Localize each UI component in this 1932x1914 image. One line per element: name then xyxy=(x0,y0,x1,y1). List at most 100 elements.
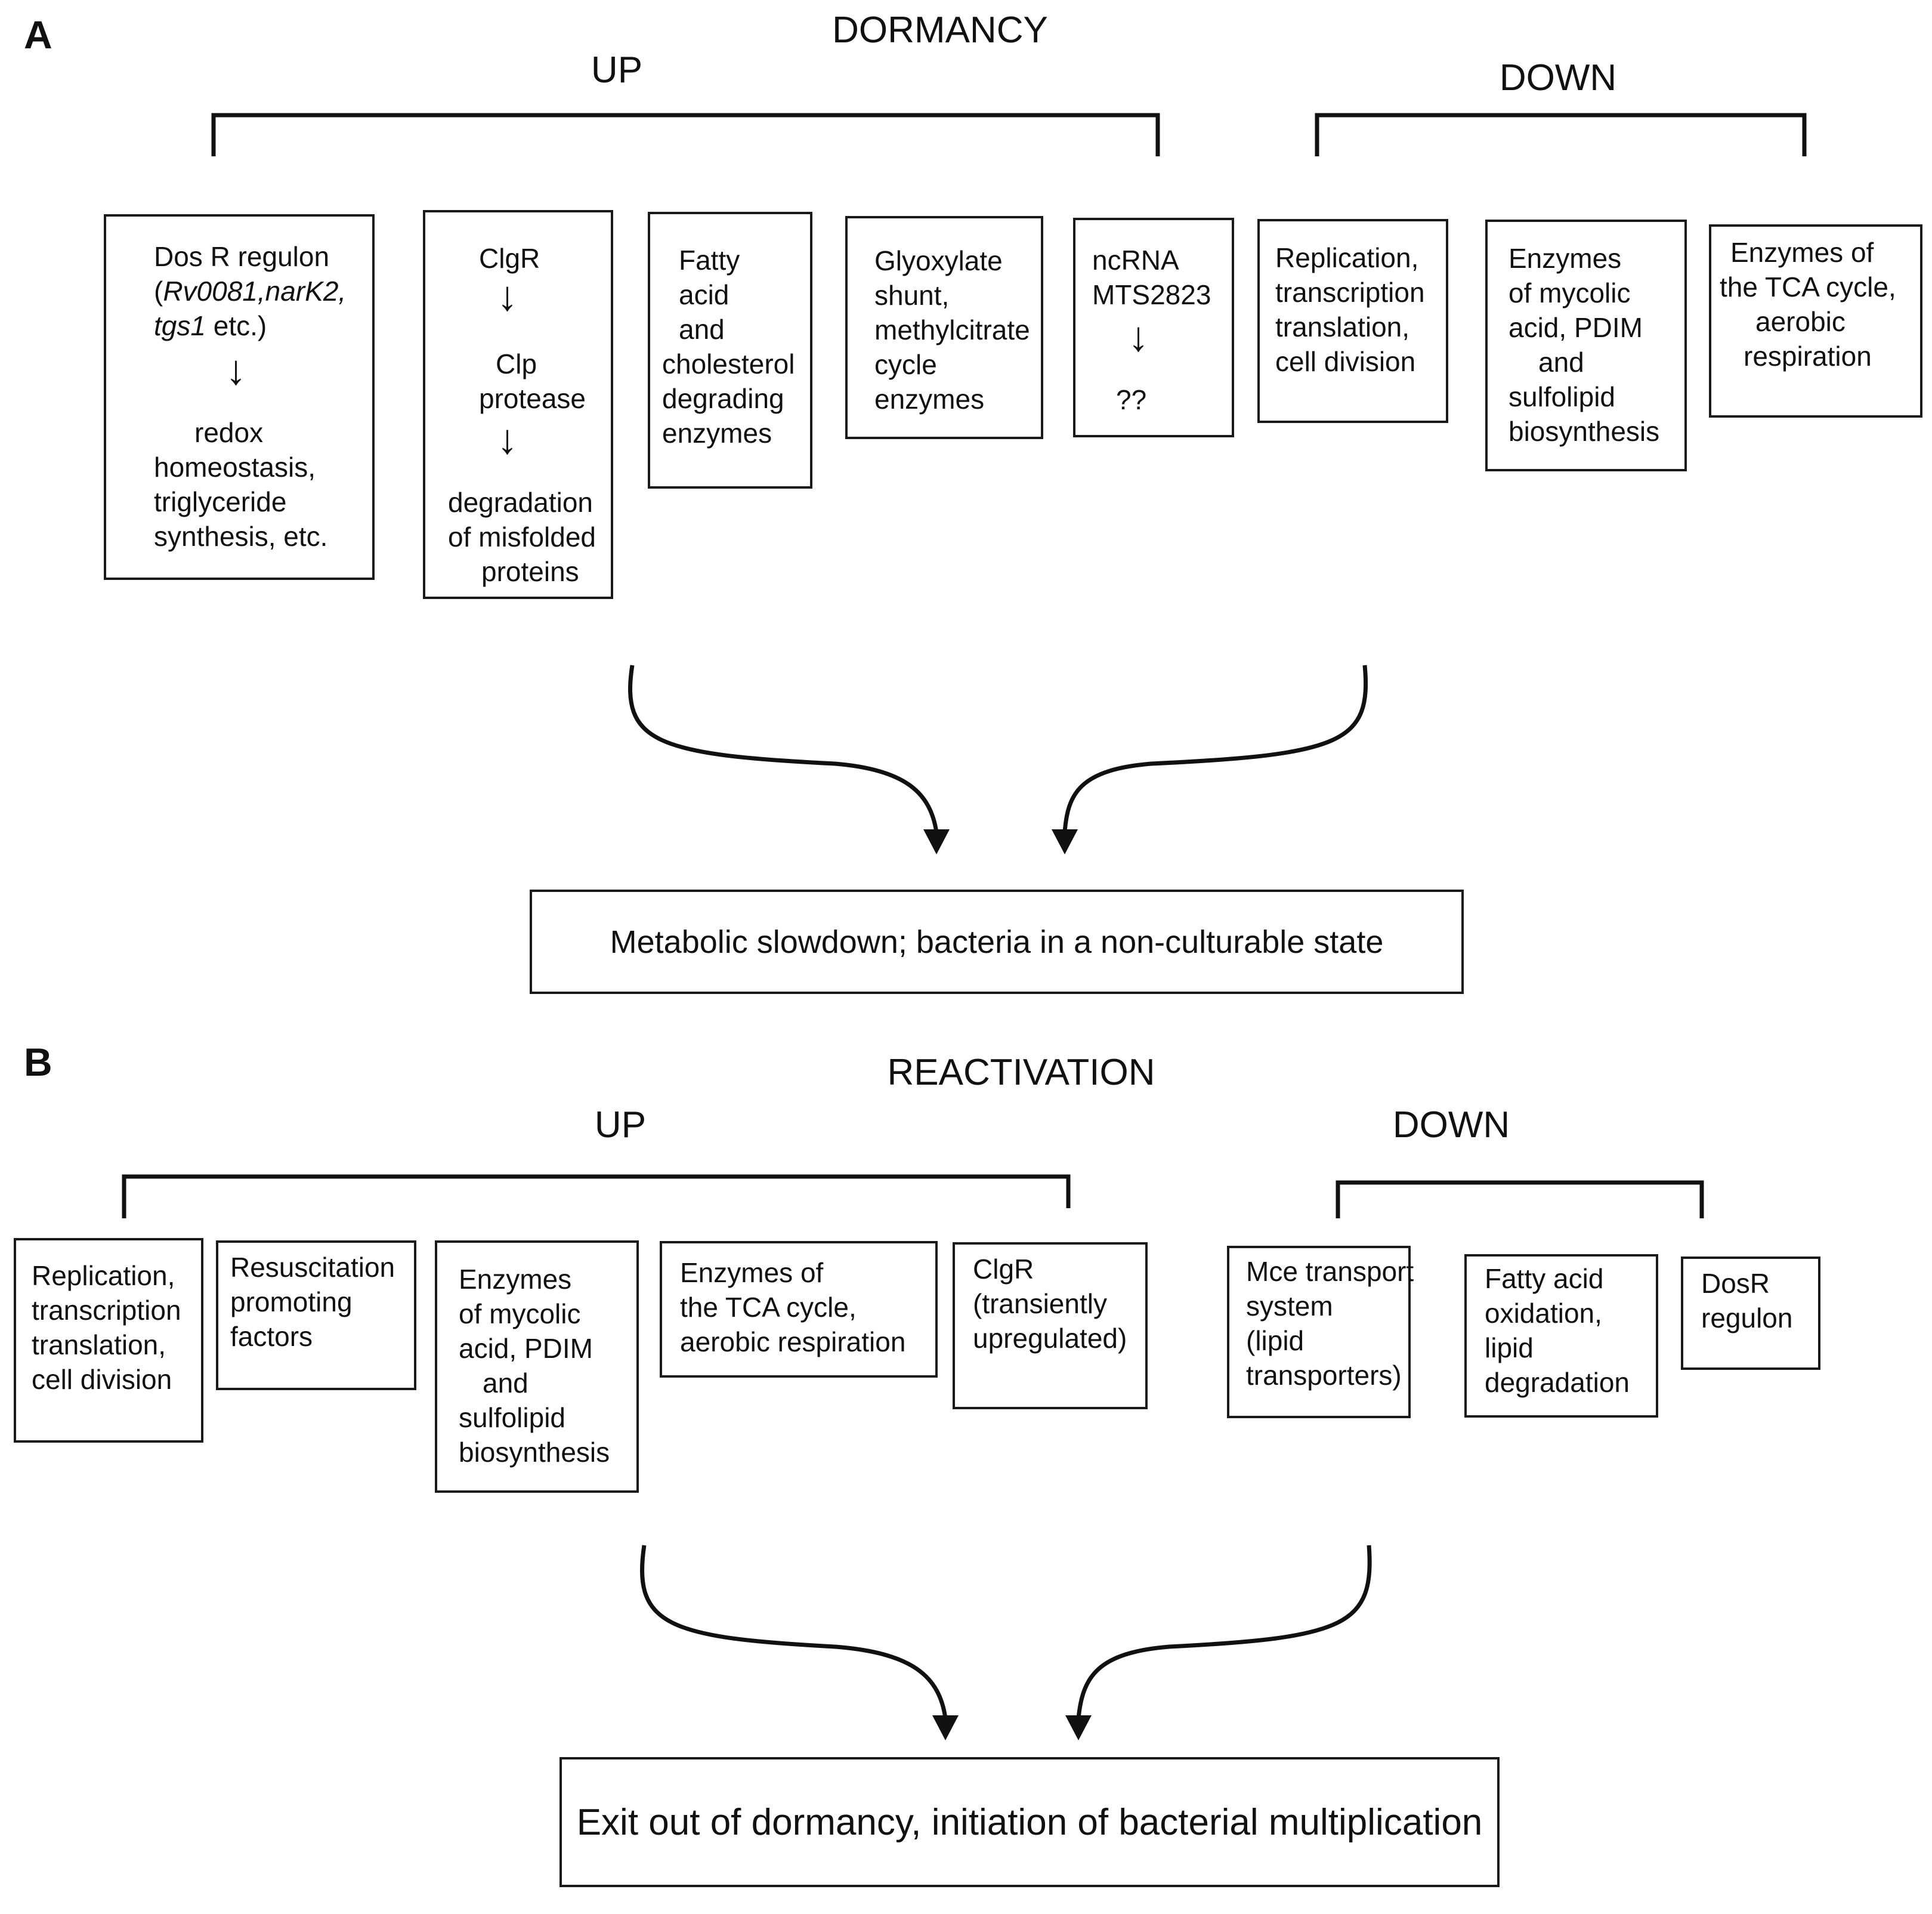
b-down-bracket xyxy=(1336,1180,1704,1218)
b-left-curve xyxy=(640,1545,948,1719)
panel-b-title: REACTIVATION xyxy=(887,1052,1155,1093)
a-glyox-l1: Glyoxylate xyxy=(874,245,1003,276)
panel-b-up-label: UP xyxy=(594,1104,647,1146)
a-glyox-l4: cycle xyxy=(874,349,937,380)
a-repl-l1: Replication, xyxy=(1275,242,1419,273)
a-dosr-l3: tgs1 etc.) xyxy=(154,310,267,341)
b-mce-l2: system xyxy=(1246,1291,1333,1322)
a-clgr-arrow1: ↓ xyxy=(497,273,518,319)
a-dosr-arrow: ↓ xyxy=(225,347,246,393)
a-clgr-l6: proteins xyxy=(481,556,579,587)
a-clgr-l3: protease xyxy=(479,383,586,414)
b-fao-l2: oxidation, xyxy=(1485,1298,1602,1329)
a-mycolic-box: Enzymes of mycolic acid, PDIM and sulfol… xyxy=(1485,220,1687,471)
a-tca-l1: Enzymes of xyxy=(1730,237,1874,268)
b-left-arrowhead xyxy=(932,1715,959,1740)
b-result-box: Exit out of dormancy, initiation of bact… xyxy=(559,1757,1500,1887)
b-rpf-box: Resuscitation promoting factors xyxy=(216,1240,416,1390)
b-rpf-l2: promoting xyxy=(230,1286,353,1317)
a-tca-box: Enzymes of the TCA cycle, aerobic respir… xyxy=(1709,224,1922,418)
b-mycolic-l2: of mycolic xyxy=(459,1298,581,1329)
a-clgr-l4: degradation xyxy=(448,487,593,518)
a-ncrna-box: ncRNA MTS2823 ↓ ?? xyxy=(1073,218,1234,437)
b-rpf-l1: Resuscitation xyxy=(230,1252,395,1283)
a-mycolic-l1: Enzymes xyxy=(1508,243,1622,274)
a-result-box: Metabolic slowdown; bacteria in a non-cu… xyxy=(530,890,1464,994)
b-mycolic-l1: Enzymes xyxy=(459,1264,572,1295)
b-rpf-l3: factors xyxy=(230,1321,313,1352)
b-fao-l4: degradation xyxy=(1485,1367,1630,1398)
a-ncrna-l3: ?? xyxy=(1116,384,1147,415)
a-dosr-l6: triglyceride xyxy=(154,486,287,517)
b-tca-l3: aerobic respiration xyxy=(680,1326,906,1357)
b-right-curve xyxy=(1076,1545,1372,1719)
a-fatty-l4: cholesterol xyxy=(662,348,795,379)
b-repl-box: Replication, transcription translation, … xyxy=(14,1238,203,1443)
a-left-curve xyxy=(628,665,939,833)
a-ncrna-arrow: ↓ xyxy=(1128,313,1149,360)
a-glyox-l3: methylcitrate xyxy=(874,314,1030,345)
a-glyox-l2: shunt, xyxy=(874,280,950,311)
a-clgr-l5: of misfolded xyxy=(448,521,596,552)
panel-a-up-label: UP xyxy=(591,50,643,91)
b-fao-l1: Fatty acid xyxy=(1485,1263,1604,1294)
a-dosr-l1: Dos R regulon xyxy=(154,241,330,272)
a-ncrna-l1: ncRNA xyxy=(1092,245,1179,276)
a-ncrna-l2: MTS2823 xyxy=(1092,279,1211,310)
a-fatty-l1: Fatty xyxy=(679,245,740,276)
b-tca-l1: Enzymes of xyxy=(680,1257,824,1288)
a-repl-l2: transcription xyxy=(1275,277,1425,308)
b-right-arrowhead xyxy=(1065,1715,1092,1740)
a-clgr-arrow2: ↓ xyxy=(497,416,518,462)
a-right-curve xyxy=(1062,665,1368,833)
a-fatty-l5: degrading xyxy=(662,383,784,414)
a-dosr-l7: synthesis, etc. xyxy=(154,521,328,552)
a-tca-l4: respiration xyxy=(1744,341,1872,372)
a-up-bracket xyxy=(211,113,1160,156)
b-clgr-l2: (transiently xyxy=(973,1288,1107,1319)
b-clgr-l1: ClgR xyxy=(973,1254,1034,1285)
a-repl-l3: translation, xyxy=(1275,311,1410,342)
b-mce-l1: Mce transport xyxy=(1246,1256,1414,1287)
b-mce-box: Mce transport system (lipid transporters… xyxy=(1227,1246,1414,1418)
b-repl-l1: Replication, xyxy=(32,1260,175,1291)
b-dosr-l2: regulon xyxy=(1701,1302,1793,1333)
a-mycolic-l6: biosynthesis xyxy=(1508,416,1660,447)
b-mycolic-l6: biosynthesis xyxy=(459,1437,610,1468)
a-fatty-l2: acid xyxy=(679,279,729,310)
a-dosr-l5: homeostasis, xyxy=(154,452,316,483)
b-fao-l3: lipid xyxy=(1485,1332,1534,1363)
panel-b-down-label: DOWN xyxy=(1392,1104,1510,1146)
b-up-bracket xyxy=(122,1174,1071,1218)
a-dosr-l2: (Rv0081,narK2, xyxy=(154,276,347,307)
a-glyox-l5: enzymes xyxy=(874,384,985,415)
a-clgr-l2: Clp xyxy=(496,348,537,379)
a-fatty-box: Fatty acid and cholesterol degrading enz… xyxy=(648,212,812,489)
b-mycolic-l3: acid, PDIM xyxy=(459,1333,593,1364)
b-clgr-l3: upregulated) xyxy=(973,1323,1127,1354)
b-tca-box: Enzymes of the TCA cycle, aerobic respir… xyxy=(660,1241,938,1378)
a-repl-l4: cell division xyxy=(1275,346,1416,377)
a-repl-box: Replication, transcription translation, … xyxy=(1257,219,1448,423)
b-repl-l4: cell division xyxy=(32,1364,172,1395)
a-clgr-l1: ClgR xyxy=(479,243,540,274)
b-tca-l2: the TCA cycle, xyxy=(680,1292,857,1323)
b-repl-l2: transcription xyxy=(32,1295,181,1326)
a-mycolic-l3: acid, PDIM xyxy=(1508,312,1643,343)
a-clgr-box: ClgR ↓ Clp protease ↓ degradation of mis… xyxy=(423,210,613,599)
b-repl-l3: translation, xyxy=(32,1329,166,1360)
panel-b-letter: B xyxy=(24,1040,52,1084)
a-mycolic-l2: of mycolic xyxy=(1508,277,1631,308)
a-tca-l2: the TCA cycle, xyxy=(1720,271,1896,302)
a-mycolic-l5: sulfolipid xyxy=(1508,381,1615,412)
a-fatty-l6: enzymes xyxy=(662,418,772,449)
b-mce-l3: (lipid xyxy=(1246,1325,1305,1356)
panel-a-title: DORMANCY xyxy=(832,10,1048,51)
a-fatty-l3: and xyxy=(679,314,725,345)
a-tca-l3: aerobic xyxy=(1755,306,1846,337)
a-dosr-box: Dos R regulon (Rv0081,narK2, tgs1 etc.) … xyxy=(104,214,375,580)
a-glyox-box: Glyoxylate shunt, methylcitrate cycle en… xyxy=(845,216,1043,439)
b-clgr-box: ClgR (transiently upregulated) xyxy=(953,1242,1148,1409)
a-down-bracket xyxy=(1315,113,1807,156)
a-mycolic-l4: and xyxy=(1538,347,1584,378)
